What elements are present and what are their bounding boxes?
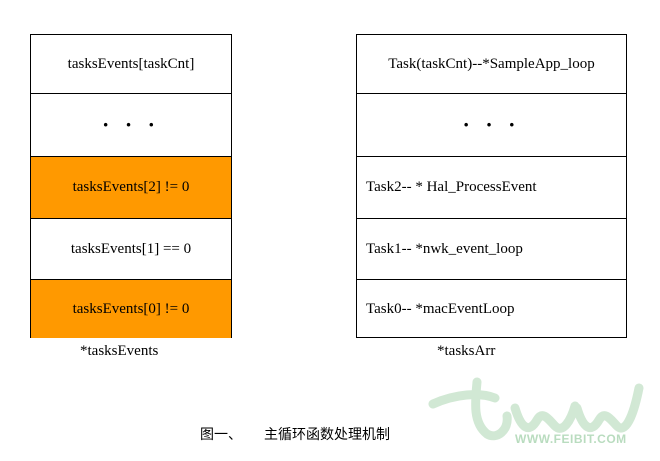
tasks-events-array: tasksEvents[taskCnt] · · · tasksEvents[2… [30, 34, 232, 338]
tasks-events-ellipsis: · · · [31, 94, 231, 157]
feibit-logo-icon [428, 377, 644, 441]
tasks-arr-caption: *tasksArr [437, 343, 496, 359]
tasks-events-cell-2: tasksEvents[2] != 0 [31, 157, 231, 219]
figure-title: 主循环函数处理机制 [264, 427, 390, 443]
figure-number: 图一、 [200, 427, 242, 443]
tasks-arr-cell-taskcnt: Task(taskCnt)--*SampleApp_loop [357, 35, 626, 94]
tasks-events-cell-1: tasksEvents[1] == 0 [31, 219, 231, 280]
tasks-arr-cell-1: Task1-- *nwk_event_loop [357, 219, 626, 280]
tasks-events-cell-taskcnt: tasksEvents[taskCnt] [31, 35, 231, 94]
figure-caption: 图一、 主循环函数处理机制 [200, 424, 390, 444]
tasks-events-cell-0: tasksEvents[0] != 0 [31, 280, 231, 338]
tasks-arr-cell-0: Task0-- *macEventLoop [366, 300, 515, 317]
tasks-arr-ellipsis: · · · [357, 94, 626, 157]
watermark-url: WWW.FEIBIT.COM [515, 432, 627, 446]
tasks-arr-cell-2: Task2-- * Hal_ProcessEvent [357, 157, 626, 219]
tasks-events-caption: *tasksEvents [80, 343, 159, 359]
tasks-arr-array: Task(taskCnt)--*SampleApp_loop · · · Tas… [356, 34, 627, 338]
